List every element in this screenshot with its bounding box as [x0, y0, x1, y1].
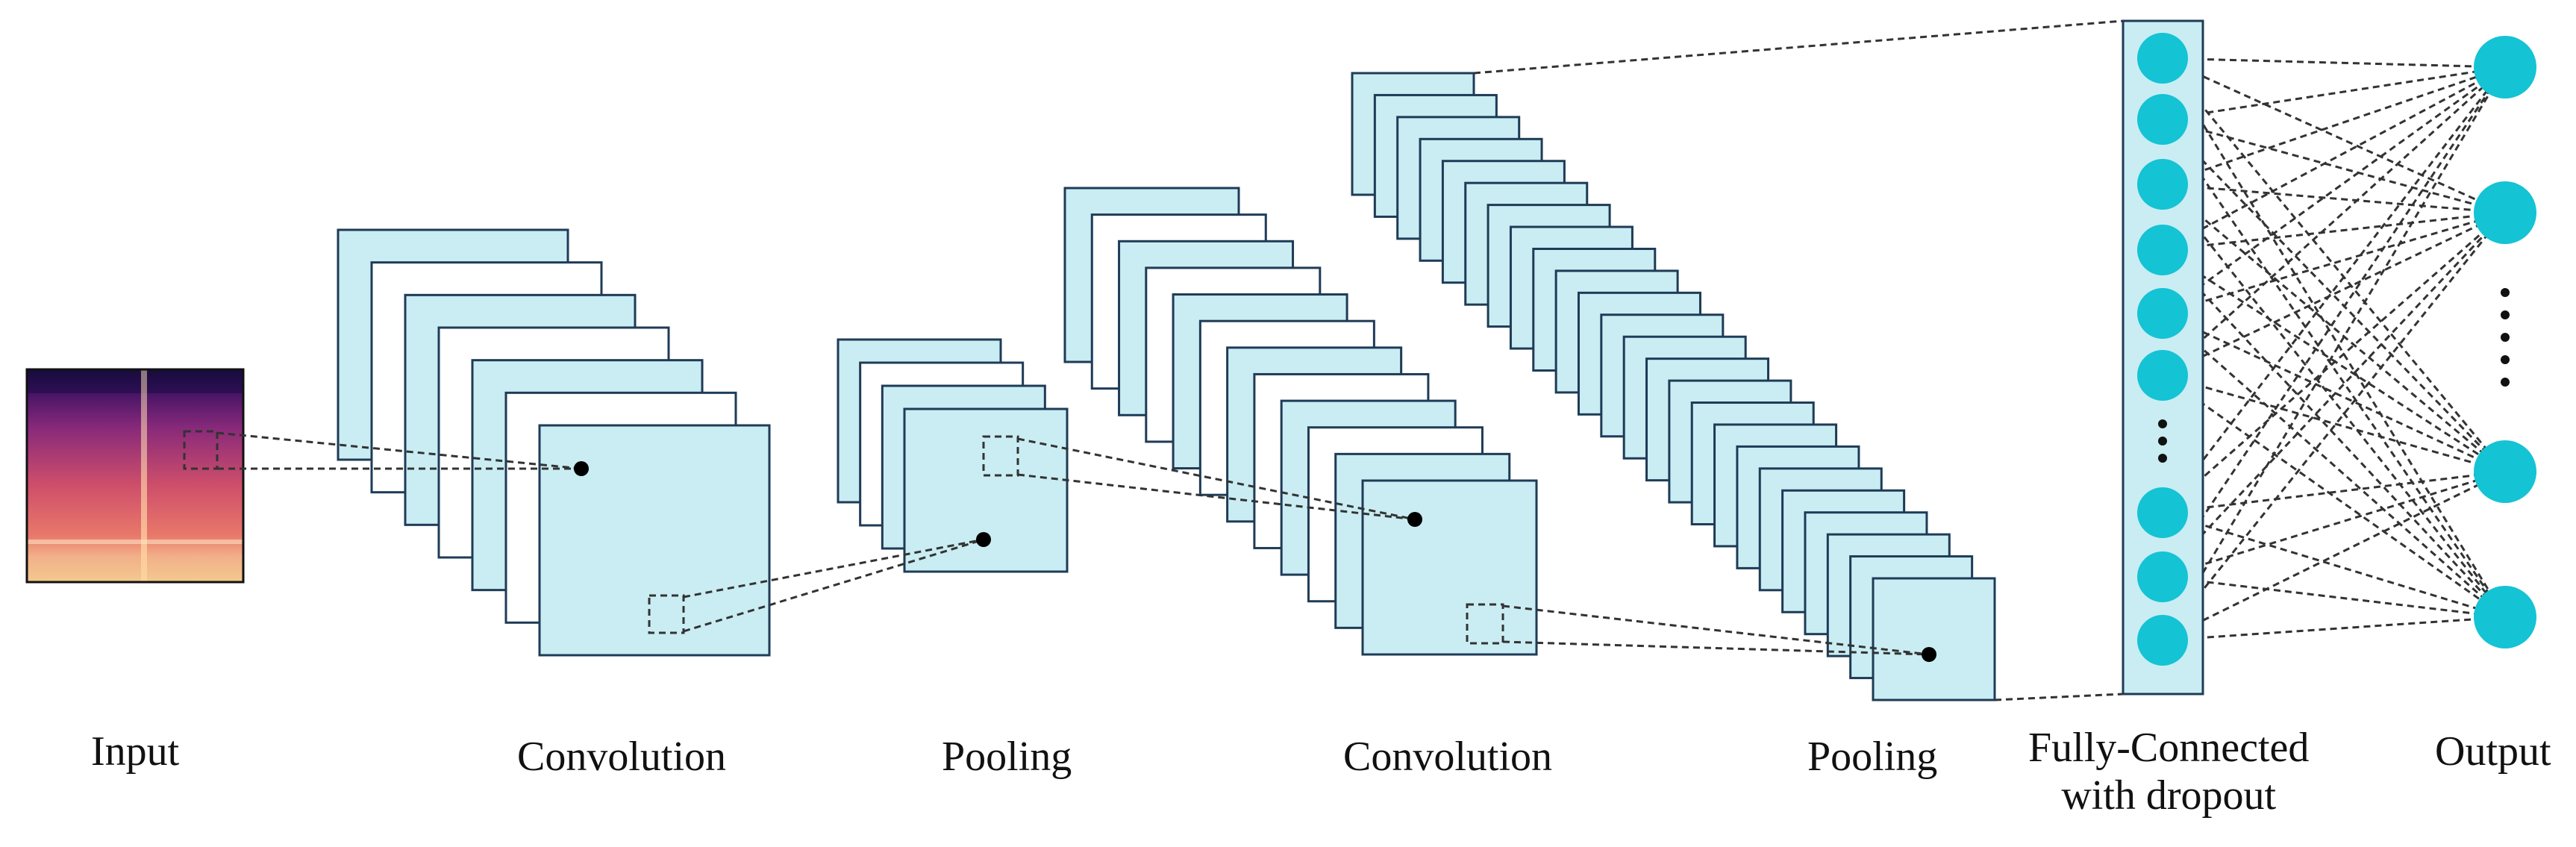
- fc-to-output-line-4-1: [2162, 66, 2506, 251]
- fc-to-output-line-7-2: [2162, 211, 2506, 514]
- output-ellipsis-dot-4: [2501, 355, 2510, 364]
- fc-to-output-line-2-2: [2162, 118, 2506, 214]
- fc-to-output-line-5-1: [2162, 66, 2506, 315]
- output-neuron-2: [2474, 181, 2536, 244]
- pooling-2-label: Pooling: [1807, 734, 1938, 780]
- fc-to-output-line-3-1: [2162, 66, 2506, 186]
- fc-to-output-line-6-3: [2162, 374, 2506, 473]
- fc-to-output-line-1-4: [2161, 57, 2507, 618]
- fc-to-output-line-2-3: [2161, 118, 2507, 473]
- connection-conv1-to-pool1-bottom: [683, 538, 984, 633]
- connection-input-to-conv1-top: [216, 431, 582, 470]
- connection-conv2-to-pool2-top: [1502, 604, 1930, 656]
- fc-neuron-3: [2137, 159, 2188, 210]
- fc-to-output-line-9-1: [2161, 66, 2507, 641]
- convolution-1-map-7: [538, 424, 771, 657]
- fc-neuron-8: [2137, 551, 2188, 602]
- input-label: Input: [91, 728, 180, 775]
- fc-to-output-line-2-4: [2161, 119, 2507, 618]
- fc-to-output-line-1-2: [2162, 57, 2506, 214]
- fc-neuron-6: [2137, 350, 2188, 401]
- pooling-2-feature-maps: [1351, 72, 1996, 701]
- fc-ellipsis-dot-2: [2158, 437, 2167, 446]
- input-receptive-field: [183, 430, 219, 470]
- conv1-target-point: [574, 461, 589, 476]
- pooling-2-map-24: [1872, 577, 1996, 701]
- fc-to-output-line-4-2: [2162, 211, 2506, 251]
- connection-pool2-to-fc-bottom: [1994, 693, 2124, 701]
- fc-neuron-7: [2137, 487, 2188, 538]
- fc-to-output-line-5-3: [2162, 312, 2506, 473]
- fc-to-output-line-7-4: [2162, 511, 2506, 619]
- pooling-1-map-4: [903, 407, 1069, 573]
- convolution-2-label: Convolution: [1343, 734, 1553, 780]
- fully-connected-layer: [2122, 19, 2204, 696]
- conv1-receptive-field: [648, 594, 685, 634]
- fc-ellipsis-dot-3: [2158, 454, 2167, 463]
- fc-to-output-line-4-4: [2161, 249, 2507, 619]
- output-ellipsis-dot-2: [2501, 310, 2510, 319]
- convolution-1-feature-maps: [337, 228, 771, 657]
- fc-neuron-9: [2137, 615, 2188, 666]
- connection-pool1-to-conv2-top: [1017, 437, 1416, 521]
- fully-connected-label-line2: with dropout: [2061, 772, 2277, 819]
- fc-to-output-line-2-1: [2162, 66, 2506, 121]
- fc-neuron-2: [2137, 94, 2188, 145]
- fc-to-output-line-7-3: [2162, 470, 2506, 514]
- fc-to-output-line-5-2: [2162, 211, 2506, 315]
- fc-to-output-line-9-2: [2161, 212, 2507, 641]
- fc-to-output-line-6-2: [2162, 211, 2506, 377]
- pool1-target-point: [976, 532, 991, 547]
- fc-neuron-4: [2137, 225, 2188, 275]
- fc-to-output-line-9-3: [2162, 470, 2506, 642]
- output-neuron-1: [2474, 36, 2536, 99]
- convolution-1-label: Convolution: [517, 734, 727, 780]
- fully-connected-label-line1: Fully-Connected: [2028, 725, 2310, 771]
- fc-to-output-line-5-4: [2162, 312, 2506, 619]
- fc-to-output-line-6-1: [2161, 66, 2507, 377]
- fc-to-output-line-3-4: [2161, 184, 2507, 618]
- connection-pool2-to-fc-top: [1473, 19, 2124, 75]
- output-ellipsis-dot-1: [2501, 288, 2510, 297]
- fc-neuron-5: [2137, 288, 2188, 339]
- pooling-1-feature-maps: [837, 338, 1069, 573]
- pooling-1-label: Pooling: [942, 734, 1072, 780]
- fc-to-output-line-8-3: [2162, 470, 2506, 578]
- fc-to-output-line-4-3: [2162, 249, 2506, 473]
- fc-to-output-line-8-2: [2161, 211, 2507, 578]
- fc-to-output-line-8-1: [2161, 66, 2507, 578]
- conv2-receptive-field: [1466, 603, 1504, 645]
- fc-ellipsis-dot-1: [2158, 419, 2167, 428]
- fc-to-output-line-6-4: [2162, 374, 2506, 619]
- fc-neuron-1: [2137, 33, 2188, 84]
- fc-to-output-line-3-2: [2162, 183, 2506, 214]
- output-layer: [2474, 36, 2536, 648]
- connection-lines: [216, 19, 2507, 701]
- output-neuron-3: [2474, 440, 2536, 503]
- pool1-receptive-field: [982, 435, 1019, 477]
- convolution-2-feature-maps: [1063, 187, 1538, 656]
- fc-to-output-line-1-3: [2161, 57, 2507, 472]
- convolution-2-map-12: [1361, 479, 1538, 656]
- fc-to-output-line-1-1: [2162, 57, 2506, 69]
- connection-conv1-to-pool1-top: [683, 538, 984, 598]
- fc-to-output-line-3-3: [2162, 183, 2506, 473]
- pool2-target-point: [1922, 647, 1936, 662]
- input-spectrogram: [25, 368, 245, 584]
- conv2-target-point: [1407, 512, 1422, 527]
- fc-to-output-line-8-4: [2162, 575, 2506, 619]
- fc-to-output-line-7-1: [2161, 66, 2507, 513]
- output-neuron-4: [2474, 586, 2536, 648]
- output-ellipsis-dot-5: [2501, 378, 2510, 387]
- output-ellipsis-dot-3: [2501, 333, 2510, 342]
- fully-connected-label: Fully-Connected with dropout: [2028, 724, 2309, 820]
- connection-conv2-to-pool2-bottom: [1502, 640, 1930, 656]
- fc-to-output-line-9-4: [2162, 616, 2506, 642]
- output-label: Output: [2435, 728, 2551, 775]
